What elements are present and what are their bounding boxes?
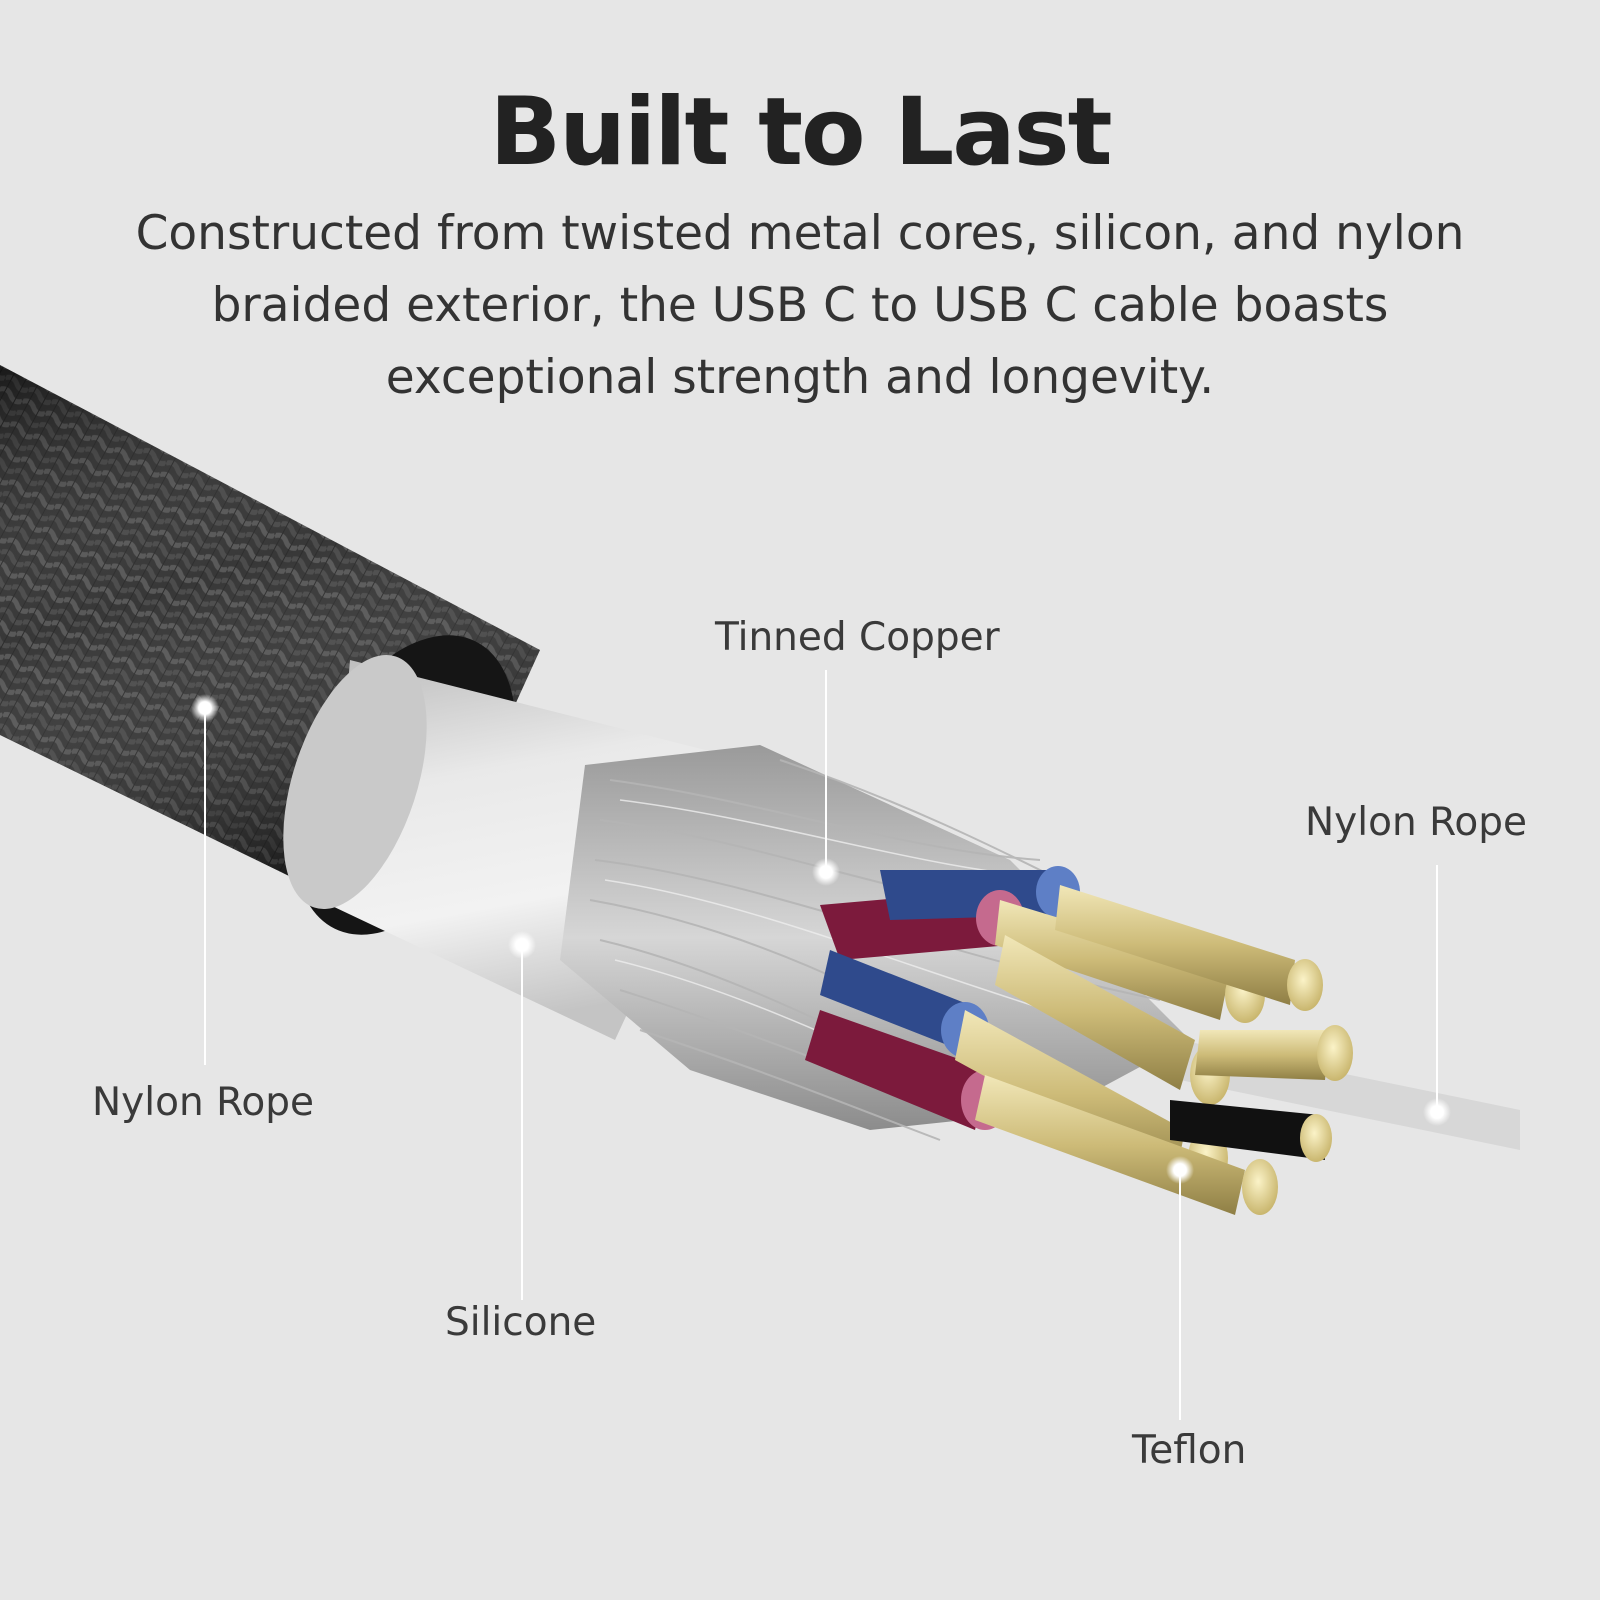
page-title: Built to Last bbox=[489, 78, 1112, 187]
callout-dot-nylon-right bbox=[1423, 1098, 1451, 1126]
callout-label-tinned-copper: Tinned Copper bbox=[715, 615, 1000, 660]
callout-lines bbox=[204, 670, 1438, 1420]
callout-dot-nylon-left bbox=[191, 694, 219, 722]
callout-label-nylon-rope-left: Nylon Rope bbox=[92, 1080, 315, 1125]
insulated-wires bbox=[805, 866, 1080, 1130]
copper-cores bbox=[955, 885, 1353, 1215]
callout-dot-tinned-copper bbox=[812, 858, 840, 886]
callout-dot-teflon bbox=[1166, 1156, 1194, 1184]
callout-dot-silicone bbox=[508, 931, 536, 959]
callout-label-nylon-rope-right: Nylon Rope bbox=[1305, 800, 1528, 845]
page-subtitle: Constructed from twisted metal cores, si… bbox=[135, 206, 1465, 405]
callout-label-teflon: Teflon bbox=[1132, 1428, 1247, 1473]
callout-label-silicone: Silicone bbox=[445, 1300, 597, 1345]
